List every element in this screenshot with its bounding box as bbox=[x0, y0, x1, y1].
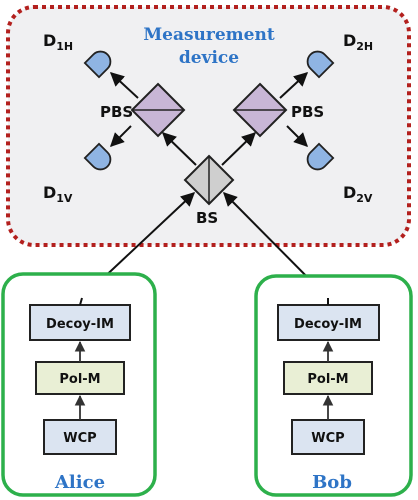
path-bs-to-pbs-right bbox=[221, 132, 257, 166]
path-pbs-right-to-d2h bbox=[279, 72, 309, 99]
bob-module-decoy-im bbox=[277, 304, 380, 341]
alice-module-decoy-im-label: Decoy-IM bbox=[46, 317, 114, 332]
bob-module-wcp-label: WCP bbox=[311, 431, 344, 446]
detector-d1v-label: D1V bbox=[43, 183, 73, 205]
detector-d2v-label: D2V bbox=[343, 183, 373, 205]
bob-module-pol-m-label: Pol-M bbox=[307, 372, 348, 387]
detector-d2v-icon bbox=[306, 142, 335, 171]
pbs-left bbox=[130, 82, 186, 138]
bob-label: Bob bbox=[312, 472, 352, 493]
beam-splitter bbox=[183, 154, 235, 206]
detector-d2h-icon bbox=[306, 50, 335, 79]
measurement-title-line1: Measurement bbox=[143, 25, 275, 45]
alice-module-pol-m-label: Pol-M bbox=[59, 372, 100, 387]
path-bs-to-pbs-left bbox=[161, 132, 197, 166]
alice-module-wcp-label: WCP bbox=[63, 431, 96, 446]
detector-d1h-label: D1H bbox=[43, 31, 73, 53]
bob-module-decoy-im-label: Decoy-IM bbox=[294, 317, 362, 332]
pbs-left-label: PBS bbox=[100, 103, 133, 121]
alice-module-pol-m bbox=[35, 361, 125, 395]
alice-module-decoy-im bbox=[29, 304, 131, 341]
alice-label: Alice bbox=[54, 472, 105, 493]
bob-module-wcp bbox=[291, 419, 365, 455]
path-pbs-left-to-d1v bbox=[110, 125, 132, 147]
bob-module-pol-m bbox=[283, 361, 373, 395]
path-pbs-right-to-d2v bbox=[286, 125, 308, 147]
alice-output-line bbox=[79, 297, 83, 306]
path-pbs-left-to-d1h bbox=[109, 72, 139, 99]
detector-d1v-icon bbox=[83, 142, 112, 171]
measurement-title-line2: device bbox=[179, 48, 239, 68]
detector-d2h-label: D2H bbox=[343, 31, 373, 53]
pbs-right-label: PBS bbox=[291, 103, 324, 121]
pbs-right bbox=[232, 82, 288, 138]
bs-label: BS bbox=[196, 209, 218, 227]
detector-d1h-icon bbox=[83, 50, 112, 79]
